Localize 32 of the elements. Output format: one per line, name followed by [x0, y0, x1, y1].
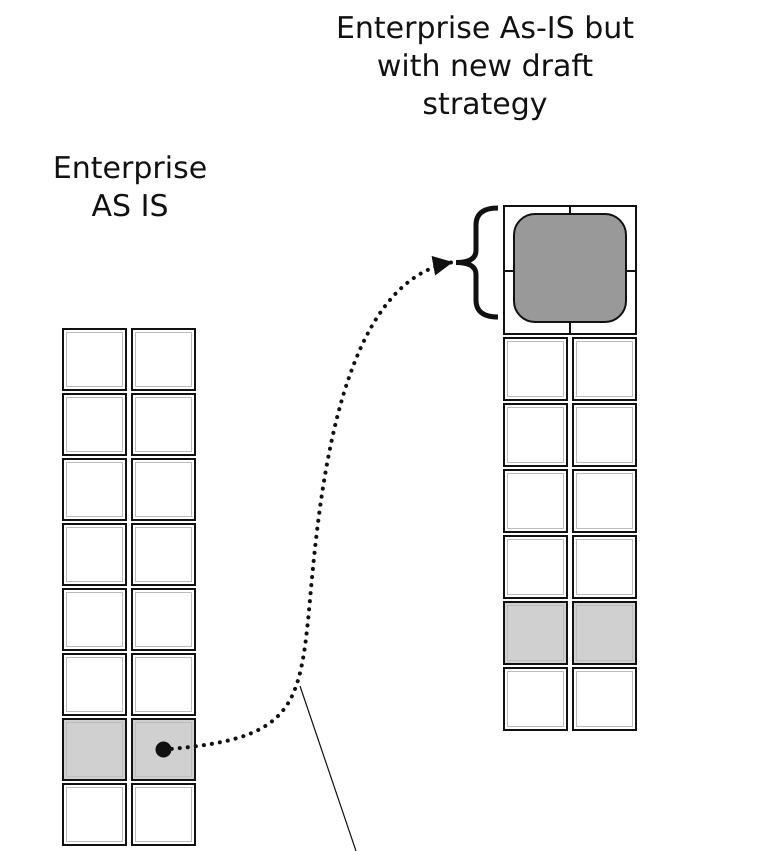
grid-cell — [572, 403, 637, 467]
grid-cell — [131, 523, 196, 586]
grid-cell — [572, 667, 637, 731]
grid-cell — [131, 783, 196, 846]
grid-cell — [131, 458, 196, 521]
grid-cell — [503, 667, 568, 731]
grid-cell — [503, 403, 568, 467]
grid-cell — [62, 588, 127, 651]
grid-cell — [503, 601, 568, 665]
grid-cell — [503, 535, 568, 599]
column-heading: Enterprise As-IS but with new draft strategy — [334, 10, 636, 124]
grid-cell — [62, 328, 127, 391]
grid-cell — [572, 535, 637, 599]
grid-cell — [62, 393, 127, 456]
grid-cell — [62, 458, 127, 521]
grid-cell — [131, 393, 196, 456]
grid-cell — [62, 653, 127, 716]
grid-cell — [572, 601, 637, 665]
grid-cell — [131, 653, 196, 716]
grid-cell — [503, 469, 568, 533]
grid-cell — [131, 718, 196, 781]
grid-cell — [572, 337, 637, 401]
dotted-arrow — [156, 258, 453, 758]
grid-cell — [503, 337, 568, 401]
column-heading: Enterprise AS IS — [52, 150, 208, 226]
grid-cell — [131, 328, 196, 391]
grid-cell — [62, 718, 127, 781]
grid-cell — [131, 588, 196, 651]
rounded-block — [503, 205, 637, 335]
grid-cell — [62, 523, 127, 586]
grid-cell — [62, 783, 127, 846]
grid-cell — [572, 469, 637, 533]
